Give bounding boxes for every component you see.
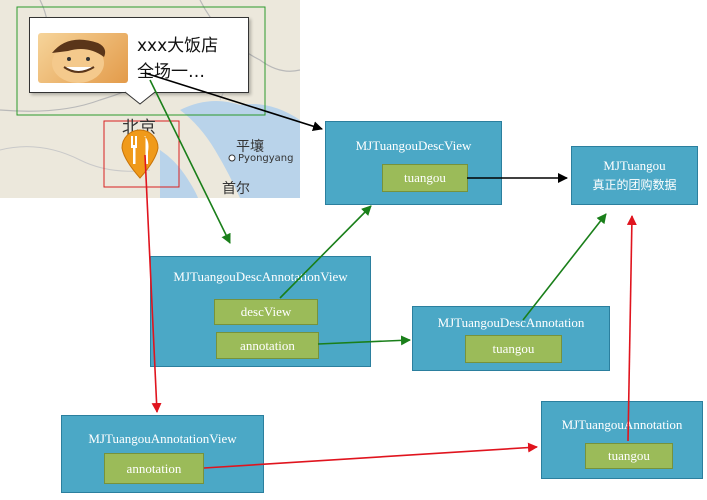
arrow-desc-annotation-to-data xyxy=(522,213,607,321)
annotation-callout[interactable]: xxx大饭店 全场一… xyxy=(29,17,249,93)
callout-title: xxx大饭店 全场一… xyxy=(137,36,219,82)
annotation-title: MJTuangouAnnotation xyxy=(561,417,683,432)
annotation-view-annotation-field: annotation xyxy=(104,453,204,484)
avatar xyxy=(38,33,128,83)
map-label-pyongyang-en: Pyongyang xyxy=(238,153,294,164)
tuangou-data-subtitle: 真正的团购数据 xyxy=(592,178,677,192)
desc-view-tuangou-field: tuangou xyxy=(382,164,468,192)
tuangou-data-title: MJTuangou xyxy=(603,158,666,173)
map-label-pyongyang-cn: 平壤 xyxy=(236,139,264,155)
desc-annotation-tuangou-field: tuangou xyxy=(465,335,562,363)
annotation-view-title: MJTuangouAnnotationView xyxy=(88,431,237,446)
desc-annotation-field: annotation xyxy=(216,332,319,359)
desc-view-box: MJTuangouDescView tuangou xyxy=(325,121,502,205)
annotation-tuangou-field: tuangou xyxy=(585,443,673,469)
cartoon-face-icon xyxy=(52,39,106,83)
annotation-box: MJTuangouAnnotation tuangou xyxy=(541,401,703,479)
desc-annotation-box: MJTuangouDescAnnotation tuangou xyxy=(412,306,610,371)
restaurant-pin-icon[interactable] xyxy=(118,126,162,180)
desc-annotation-title: MJTuangouDescAnnotation xyxy=(437,315,585,330)
fork-knife-icon xyxy=(121,129,159,179)
tuangou-data-box: MJTuangou 真正的团购数据 xyxy=(571,146,698,205)
map-label-seoul: 首尔 xyxy=(222,181,250,197)
desc-annotation-view-box: MJTuangouDescAnnotationView descView ann… xyxy=(150,256,371,367)
desc-annotation-view-title: MJTuangouDescAnnotationView xyxy=(173,269,348,284)
desc-view-title: MJTuangouDescView xyxy=(355,138,472,153)
callout-pointer xyxy=(125,91,155,105)
annotation-view-box: MJTuangouAnnotationView annotation xyxy=(61,415,264,493)
desc-view-field: descView xyxy=(214,299,318,325)
